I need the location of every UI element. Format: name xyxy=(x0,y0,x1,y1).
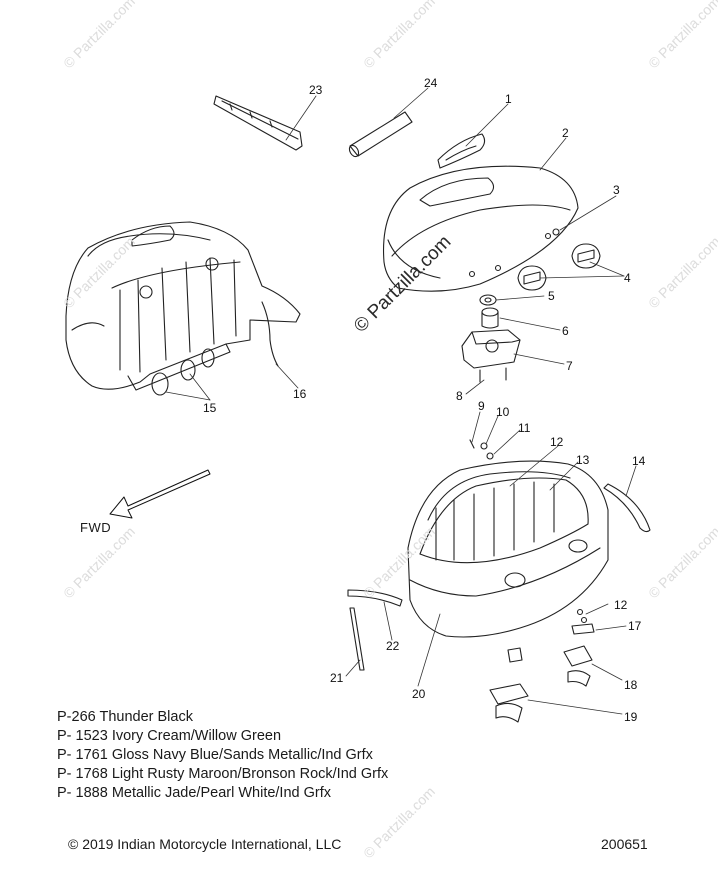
part-1-emblem xyxy=(437,133,486,169)
part-19-brackets xyxy=(489,683,529,723)
part-3-screw xyxy=(552,228,560,236)
part-14-seal-strip xyxy=(603,483,651,533)
callout-17: 17 xyxy=(628,619,642,633)
part-7-lock-bracket xyxy=(461,329,521,369)
callout-12: 12 xyxy=(550,435,564,449)
color-code-item: P-266 Thunder Black xyxy=(57,709,193,725)
callout-23: 23 xyxy=(309,83,323,97)
part-18-mounts xyxy=(507,645,593,687)
callout-3: 3 xyxy=(613,183,620,197)
callout-6: 6 xyxy=(562,324,569,338)
copyright-notice: © 2019 Indian Motorcycle International, … xyxy=(68,836,342,852)
callout-4: 4 xyxy=(624,271,631,285)
color-code-list: P-266 Thunder Black P- 1523 Ivory Cream/… xyxy=(57,708,388,803)
callout-1: 1 xyxy=(505,92,512,106)
callout-9: 9 xyxy=(478,399,485,413)
part-5-grommet xyxy=(479,294,497,306)
part-16-cable xyxy=(261,301,279,367)
color-code-item: P- 1761 Gloss Navy Blue/Sands Metallic/I… xyxy=(57,747,373,763)
drawing-number: 200651 xyxy=(601,836,648,852)
part-12-nuts xyxy=(576,608,588,624)
callout-14: 14 xyxy=(632,454,646,468)
callout-10: 10 xyxy=(496,405,510,419)
part-20-saddlebag-body xyxy=(407,460,609,638)
callout-11: 11 xyxy=(518,421,531,435)
part-23-trim-strip xyxy=(213,95,303,151)
callout-20: 20 xyxy=(412,687,426,701)
color-code-item: P- 1768 Light Rusty Maroon/Bronson Rock/… xyxy=(57,766,389,782)
color-code-item: P- 1888 Metallic Jade/Pearl White/Ind Gr… xyxy=(57,785,332,801)
part-15-straps xyxy=(151,348,215,396)
part-13-liner xyxy=(427,471,571,521)
part-11-nut xyxy=(486,452,494,460)
part-6-bushing xyxy=(481,307,499,329)
part-8-pins xyxy=(479,367,507,383)
callout-24: 24 xyxy=(424,76,438,90)
part-22-trim xyxy=(347,589,403,607)
part-10-screw xyxy=(480,442,488,450)
part-24-tube xyxy=(348,111,413,158)
part-4-latches xyxy=(517,243,601,291)
callout-7: 7 xyxy=(566,359,573,373)
callout-13: 13 xyxy=(576,453,590,467)
callout-2: 2 xyxy=(562,126,569,140)
part-21-edge-strip xyxy=(349,607,365,671)
leader-lines xyxy=(165,87,637,715)
color-code-item: P- 1523 Ivory Cream/Willow Green xyxy=(57,728,282,744)
callout-5: 5 xyxy=(548,289,555,303)
part-9-pin xyxy=(469,439,475,449)
callout-16: 16 xyxy=(293,387,307,401)
callout-18: 18 xyxy=(624,678,638,692)
part-2-saddlebag-lid xyxy=(382,165,579,292)
callout-21: 21 xyxy=(330,671,344,685)
callout-19: 19 xyxy=(624,710,638,724)
forward-arrow xyxy=(109,469,211,519)
part-17-plate xyxy=(571,623,595,635)
direction-label: FWD xyxy=(80,520,112,535)
left-saddlebag-assembly xyxy=(65,221,301,391)
callout-8: 8 xyxy=(456,389,463,403)
callout-22: 22 xyxy=(386,639,400,653)
callout-15: 15 xyxy=(203,401,217,415)
callout-12-lower: 12 xyxy=(614,598,628,612)
